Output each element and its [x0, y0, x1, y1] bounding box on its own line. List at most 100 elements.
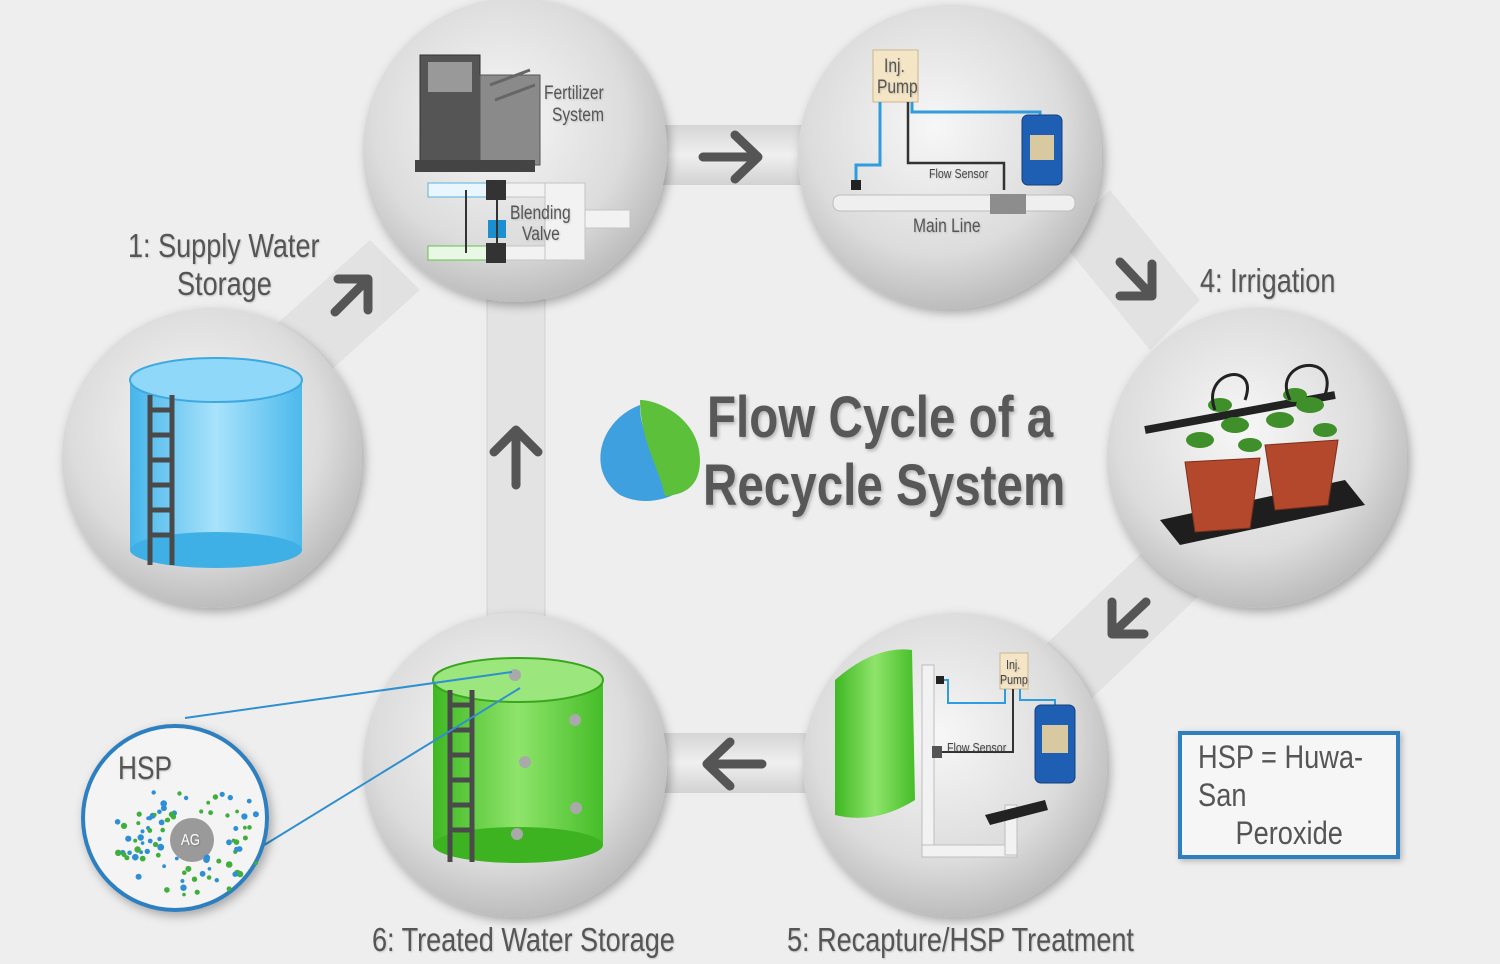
injection-schematic [832, 49, 1076, 214]
molecule-dot [124, 855, 130, 861]
molecule-dot [160, 827, 165, 833]
molecule-dot [180, 884, 187, 891]
molecule-dot [152, 841, 159, 848]
flow-sensor-label: Flow Sensor [929, 166, 989, 181]
molecule-dot [194, 889, 200, 895]
molecule-dot [151, 790, 156, 795]
hsp-core-label: AG [181, 832, 200, 849]
molecule-dot [162, 864, 167, 869]
molecule-dot [231, 838, 236, 843]
molecule-dot [232, 871, 238, 877]
legend-line1: HSP = Huwa-San [1198, 739, 1364, 813]
molecule-dot [147, 828, 153, 833]
molecule-dot [157, 836, 162, 842]
molecule-dot [157, 809, 162, 815]
molecule-dot [140, 829, 145, 834]
main-line-label: Main Line [913, 216, 981, 237]
molecule-dot [158, 819, 165, 826]
blue-tank-icon [129, 357, 303, 568]
molecule-dot [234, 846, 239, 852]
molecule-dot [226, 886, 232, 892]
diagram-title-line1: Flow Cycle of a [707, 385, 1054, 450]
molecule-dot [136, 821, 141, 826]
fertilizer-machine-icon [415, 54, 541, 172]
diagram-title-line2: Recycle System [703, 453, 1066, 518]
molecule-dot [191, 876, 198, 882]
molecule-dot [135, 873, 142, 880]
molecule-dot [182, 892, 186, 897]
water-leaf-logo-icon [600, 400, 700, 501]
molecule-dot [235, 809, 240, 814]
molecule-dot [114, 819, 121, 825]
molecule-dot [146, 816, 151, 821]
recapture-inj-pump-label: Inj. [1006, 657, 1021, 672]
molecule-dot [160, 800, 167, 807]
molecule-dot [174, 856, 179, 861]
molecule-dot [199, 809, 204, 814]
molecule-dot [127, 850, 132, 856]
molecule-dot [133, 838, 138, 843]
arrow-right-icon [698, 130, 763, 184]
molecule-dot [242, 835, 248, 841]
molecule-dot [227, 794, 233, 801]
recapture-inj-pump-label-line2: Pump [1000, 672, 1028, 687]
molecule-dot [139, 855, 146, 862]
step-1-label: 1: Supply Water [128, 227, 320, 264]
molecule-dot [136, 811, 142, 817]
blending-pipes [427, 180, 631, 263]
arrow-down-right-icon [1115, 257, 1157, 301]
molecule-dot [206, 875, 212, 880]
molecule-dot [134, 846, 141, 853]
molecule-dot [144, 848, 150, 855]
molecule-dot [155, 852, 161, 858]
inj-pump-label-line2: Pump [877, 77, 918, 98]
recapture-flow-sensor-label: Flow Sensor [947, 740, 1007, 755]
molecule-dot [243, 825, 247, 830]
molecule-dot [185, 865, 192, 872]
molecule-dot [180, 879, 185, 883]
arrow-up-right-icon [330, 274, 373, 317]
molecule-dot [208, 810, 214, 816]
arrow-left-icon [702, 737, 767, 791]
hsp-legend-box: HSP = Huwa-San Peroxide [1178, 731, 1400, 859]
molecule-dot [246, 798, 252, 804]
molecule-dot [125, 835, 132, 842]
molecule-dot [115, 849, 122, 856]
molecule-dot [225, 861, 233, 868]
molecule-dot [121, 852, 127, 858]
molecule-dot [226, 839, 232, 846]
step-4-label: 4: Irrigation [1200, 262, 1336, 299]
molecule-dot [206, 800, 211, 805]
arrow-down-left-icon [1107, 597, 1151, 639]
molecule-dot [152, 812, 157, 817]
step-6-label: 6: Treated Water Storage [372, 921, 675, 958]
legend-line2: Peroxide [1235, 815, 1343, 851]
hsp-zoom [81, 671, 521, 912]
molecule-dot [247, 825, 252, 830]
arrow-up-icon [489, 425, 543, 490]
molecule-dot [177, 791, 182, 796]
green-tank-icon [432, 657, 604, 863]
molecule-dot [164, 818, 169, 823]
molecule-dot [147, 838, 153, 844]
molecule-dot [241, 813, 248, 820]
molecule-dot [182, 870, 187, 875]
molecule-dot [207, 867, 212, 871]
molecule-dot [252, 811, 259, 818]
molecule-dot [120, 822, 128, 830]
molecule-dot [168, 811, 175, 818]
molecule-dot [132, 853, 139, 861]
hsp-label: HSP [118, 750, 172, 786]
step-5-label: 5: Recapture/HSP Treatment [787, 921, 1134, 958]
blending-valve-label: Blending [510, 203, 571, 224]
molecule-dot [160, 805, 167, 812]
inj-pump-label: Inj. [884, 56, 905, 77]
molecule-dot [225, 813, 230, 818]
molecule-dot [233, 826, 239, 831]
fertilizer-label: Fertilizer [544, 83, 604, 104]
recapture-schematic [835, 649, 1076, 858]
flow-arrows [330, 130, 1157, 791]
molecule-dot [137, 834, 144, 841]
